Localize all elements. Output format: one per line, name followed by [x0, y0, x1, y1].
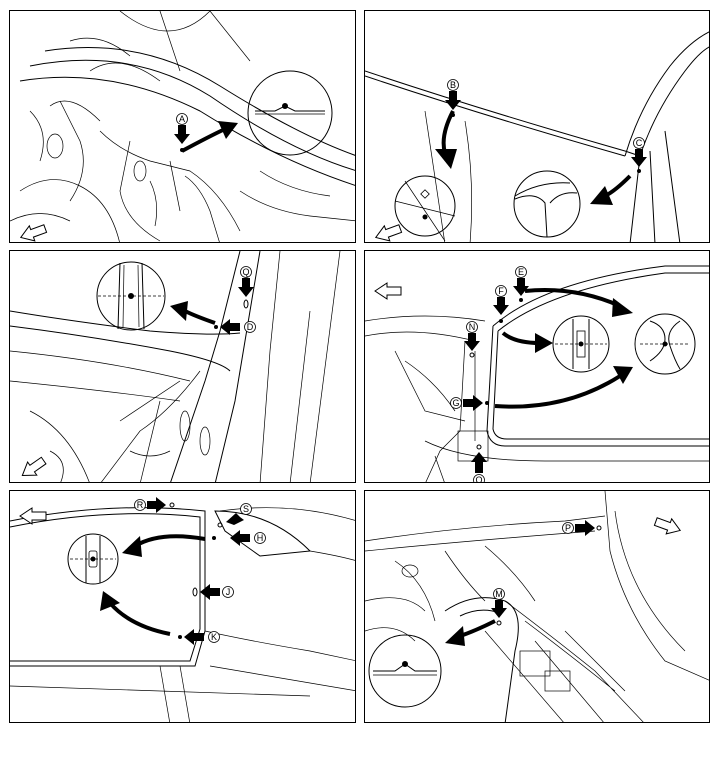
label-h: H	[257, 533, 264, 543]
panel-3-drawing: Q D	[10, 251, 341, 482]
front-arrow-icon	[374, 282, 402, 300]
magnified-detail-icon	[96, 261, 166, 331]
label-j: J	[226, 587, 231, 597]
panel-1-drawing: A	[10, 11, 355, 242]
panel-5-drawing: R S H J K	[10, 497, 355, 722]
panel-4-drawing: E F N G O	[365, 265, 709, 483]
label-k: K	[211, 632, 217, 642]
label-p: P	[565, 523, 571, 533]
panel-roof-panel-b-c: B C	[364, 10, 710, 243]
label-f: F	[498, 286, 504, 296]
panel-rear-door-opening: R S H J K	[9, 490, 356, 723]
magnified-detail-icon	[394, 175, 456, 237]
label-b: B	[450, 80, 456, 90]
panel-floor-p-m: P M	[364, 490, 710, 723]
magnified-detail-icon	[552, 315, 610, 373]
label-q: Q	[242, 267, 249, 277]
front-arrow-icon	[653, 517, 682, 535]
label-o: O	[475, 475, 482, 483]
front-arrow-icon	[19, 507, 47, 525]
panel-2-drawing: B C	[365, 31, 709, 242]
label-c: C	[636, 138, 643, 148]
label-n: N	[469, 322, 476, 332]
panel-rear-pillar-q-d: Q D	[9, 250, 356, 483]
label-s: S	[243, 504, 249, 514]
magnified-detail-icon	[634, 313, 696, 375]
label-r: R	[137, 500, 144, 510]
label-a: A	[179, 114, 185, 124]
magnified-detail-icon	[67, 533, 119, 585]
panel-front-door-opening: E F N G O	[364, 250, 710, 483]
front-arrow-icon	[19, 224, 48, 242]
magnified-detail-icon	[368, 634, 442, 708]
front-arrow-icon	[21, 456, 47, 476]
label-m: M	[495, 589, 503, 599]
magnified-detail-icon	[247, 70, 333, 156]
label-g: G	[452, 398, 459, 408]
label-e: E	[518, 267, 524, 277]
panel-front-roof-header: A	[9, 10, 356, 243]
panel-6-drawing: P M	[365, 491, 709, 722]
label-d: D	[247, 322, 254, 332]
magnified-detail-icon	[513, 170, 581, 238]
front-arrow-icon	[374, 224, 403, 242]
